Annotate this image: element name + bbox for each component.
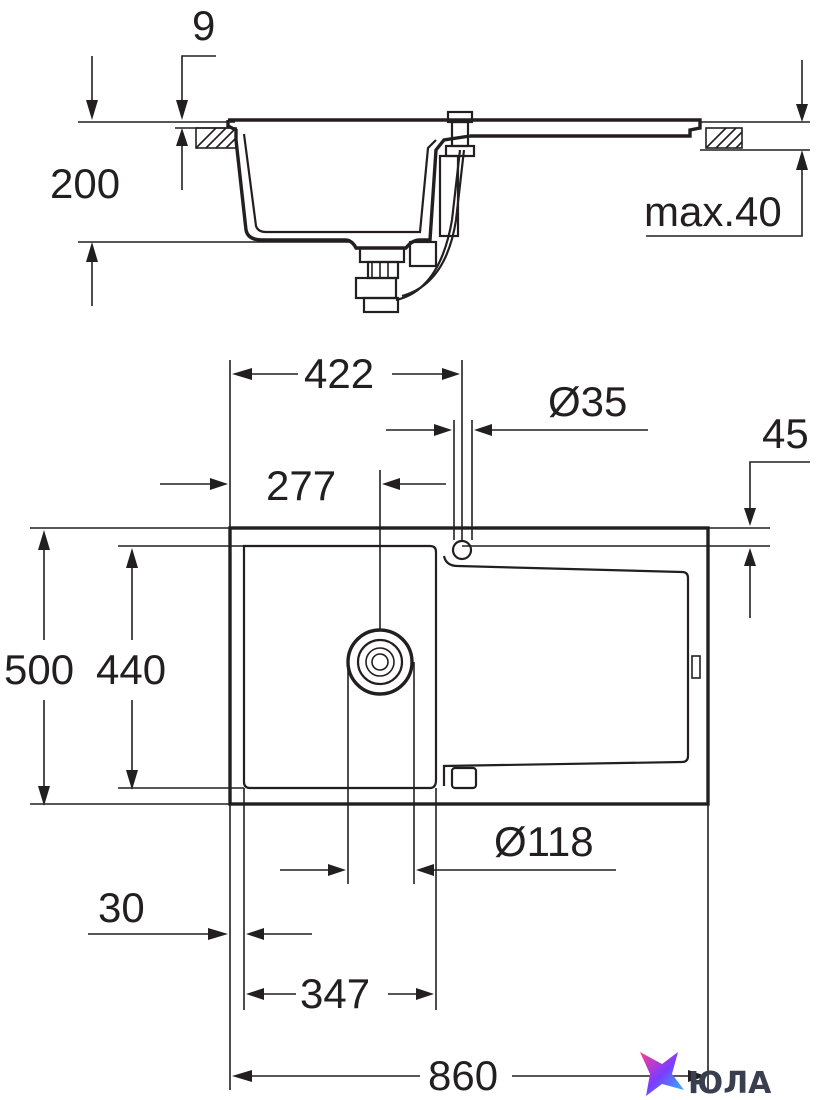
sink-bowl xyxy=(242,544,438,790)
dim-total-width: 860 xyxy=(428,1052,498,1099)
dim-total-depth: 500 xyxy=(4,646,74,693)
dim-tap-hole: Ø35 xyxy=(548,378,627,425)
tap-hole xyxy=(451,539,473,561)
overflow xyxy=(450,766,478,790)
brand-logo-icon xyxy=(640,1052,684,1096)
dim-bowl-depth: 200 xyxy=(50,160,120,207)
countertop-left xyxy=(195,127,237,149)
drain-strainer xyxy=(346,628,414,696)
dim-drain-offset: 277 xyxy=(266,462,336,509)
dim-tap-offset: 422 xyxy=(304,350,374,397)
dim-rim-left: 30 xyxy=(98,884,145,931)
dim-tap-edge: 45 xyxy=(762,410,809,457)
countertop-right xyxy=(705,127,743,149)
brand-watermark: ЮЛА xyxy=(640,1052,772,1100)
dim-drain-diameter: Ø118 xyxy=(494,818,594,865)
overflow-fitting xyxy=(438,110,476,238)
drain-assembly xyxy=(354,149,466,314)
dim-bowl-width: 347 xyxy=(300,970,370,1017)
sink-drainer xyxy=(442,555,690,786)
dim-rim-thickness: 9 xyxy=(192,2,215,49)
dim-max-counter: max.40 xyxy=(644,188,782,235)
top-view xyxy=(30,360,810,1090)
dim-bowl-depth-inner: 440 xyxy=(96,646,166,693)
side-view xyxy=(78,55,810,314)
brand-name: ЮЛА xyxy=(688,1066,772,1100)
